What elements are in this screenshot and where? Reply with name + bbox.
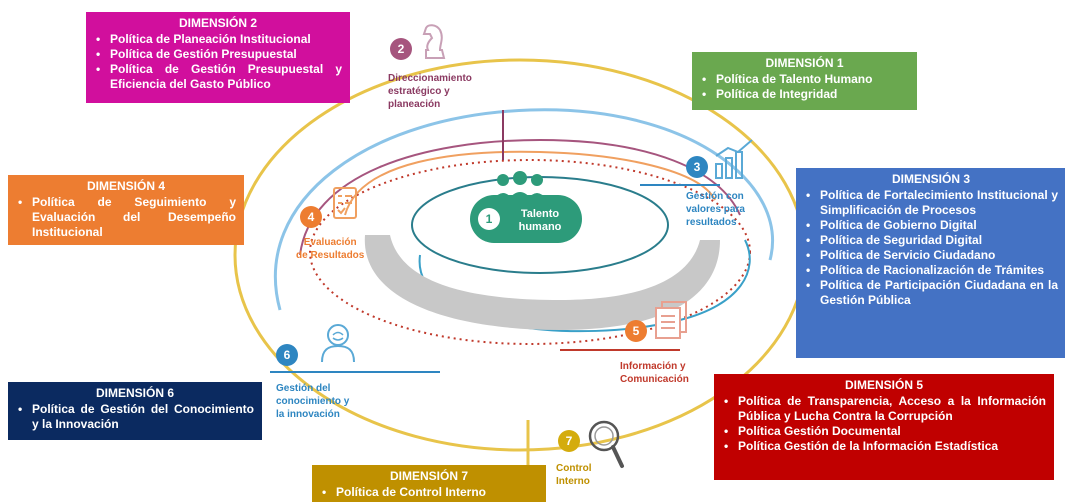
dimension-5-title: DIMENSIÓN 5 — [844, 378, 923, 392]
node-7-line1: Control — [556, 463, 592, 474]
dimension-2-item: Política de Gestión Presupuestal y Efici… — [94, 62, 342, 92]
node-2-line2: estratégico y — [388, 86, 450, 97]
dimension-2-item: Política de Planeación Institucional — [94, 32, 342, 47]
node-4-label: Evaluación de Resultados — [296, 236, 364, 262]
node-5-label: Información y Comunicación — [620, 360, 689, 386]
node-6-line2: conocimiento y — [276, 396, 350, 407]
dimension-5-box: DIMENSIÓN 5 Política de Transparencia, A… — [714, 374, 1054, 480]
node-4-line2: de Resultados — [296, 250, 365, 261]
dimension-2-title: DIMENSIÓN 2 — [178, 16, 257, 30]
dimension-3-box: DIMENSIÓN 3 Política de Fortalecimiento … — [796, 168, 1065, 358]
dimension-5-item: Política de Transparencia, Acceso a la I… — [722, 394, 1046, 424]
dimension-5-item: Política Gestión de la Información Estad… — [722, 439, 1046, 454]
node-6-line1: Gestión del — [276, 383, 331, 394]
node-2-label: Direccionamiento estratégico y planeació… — [388, 72, 472, 111]
node-4-line1: Evaluación — [303, 237, 357, 248]
dimension-3-item: Política de Servicio Ciudadano — [804, 248, 1058, 263]
checklist-icon — [333, 187, 357, 219]
head-brain-icon — [321, 324, 355, 363]
dimension-3-item: Política de Gobierno Digital — [804, 218, 1058, 233]
center-label-line2: humano — [518, 221, 562, 233]
node-5-line2: Comunicación — [620, 374, 689, 385]
dimension-2-box: DIMENSIÓN 2 Política de Planeación Insti… — [86, 12, 350, 103]
center-number: 1 — [478, 208, 500, 230]
chess-knight-icon — [422, 24, 446, 59]
node-2-line3: planeación — [388, 99, 441, 110]
node-6-label: Gestión del conocimiento y la innovación — [276, 382, 349, 421]
dimension-1-box: DIMENSIÓN 1 Política de Talento Humano P… — [692, 52, 917, 110]
center-label-line1: Talento — [520, 208, 560, 220]
dimension-1-title: DIMENSIÓN 1 — [765, 56, 844, 70]
bar-chart-icon — [715, 139, 753, 179]
node-3-line3: resultados — [686, 217, 737, 228]
magnifier-icon — [588, 420, 624, 468]
dimension-7-box: DIMENSIÓN 7 Política de Control Interno — [312, 465, 546, 502]
dimension-2-item: Política de Gestión Presupuestal — [94, 47, 342, 62]
dimension-4-item: Política de Seguimiento y Evaluación del… — [16, 195, 236, 240]
node-3-number: 3 — [686, 156, 708, 178]
grey-disc — [364, 235, 720, 330]
dimension-7-title: DIMENSIÓN 7 — [389, 469, 468, 483]
dimension-1-item: Política de Integridad — [700, 87, 909, 102]
node-3-label: Gestión con valores para resultados — [686, 190, 745, 229]
dimension-3-item: Política de Racionalización de Trámites — [804, 263, 1058, 278]
blue-ring — [273, 108, 774, 311]
node-5-line1: Información y — [620, 361, 686, 372]
dimension-5-item: Política Gestión Documental — [722, 424, 1046, 439]
dimension-6-title: DIMENSIÓN 6 — [95, 386, 174, 400]
node-7-label: Control Interno — [556, 462, 592, 488]
node-6-line3: la innovación — [276, 409, 340, 420]
dimension-6-box: DIMENSIÓN 6 Política de Gestión del Cono… — [8, 382, 262, 440]
dimension-4-title: DIMENSIÓN 4 — [86, 179, 165, 193]
node-6-number: 6 — [276, 344, 298, 366]
node-2-line1: Direccionamiento — [388, 73, 472, 84]
node-7-number: 7 — [558, 430, 580, 452]
node-4-number: 4 — [300, 206, 322, 228]
dimension-4-box: DIMENSIÓN 4 Política de Seguimiento y Ev… — [8, 175, 244, 245]
dimension-3-item: Política de Fortalecimiento Instituciona… — [804, 188, 1058, 218]
people-group-icon — [493, 171, 547, 200]
node-2-number: 2 — [390, 38, 412, 60]
documents-icon — [655, 301, 687, 339]
dimension-3-title: DIMENSIÓN 3 — [891, 172, 970, 186]
center-label: Talento humano — [508, 208, 572, 234]
dimension-6-item: Política de Gestión del Conocimiento y l… — [16, 402, 254, 432]
node-3-line1: Gestión con — [686, 191, 744, 202]
node-7-line2: Interno — [556, 476, 590, 487]
dimension-3-item: Política de Participación Ciudadana en l… — [804, 278, 1058, 308]
dimension-3-item: Política de Seguridad Digital — [804, 233, 1058, 248]
dimension-1-item: Política de Talento Humano — [700, 72, 909, 87]
node-3-line2: valores para — [686, 204, 745, 215]
node-5-number: 5 — [625, 320, 647, 342]
orange-ring — [344, 150, 716, 216]
dimension-7-item: Política de Control Interno — [320, 485, 538, 500]
